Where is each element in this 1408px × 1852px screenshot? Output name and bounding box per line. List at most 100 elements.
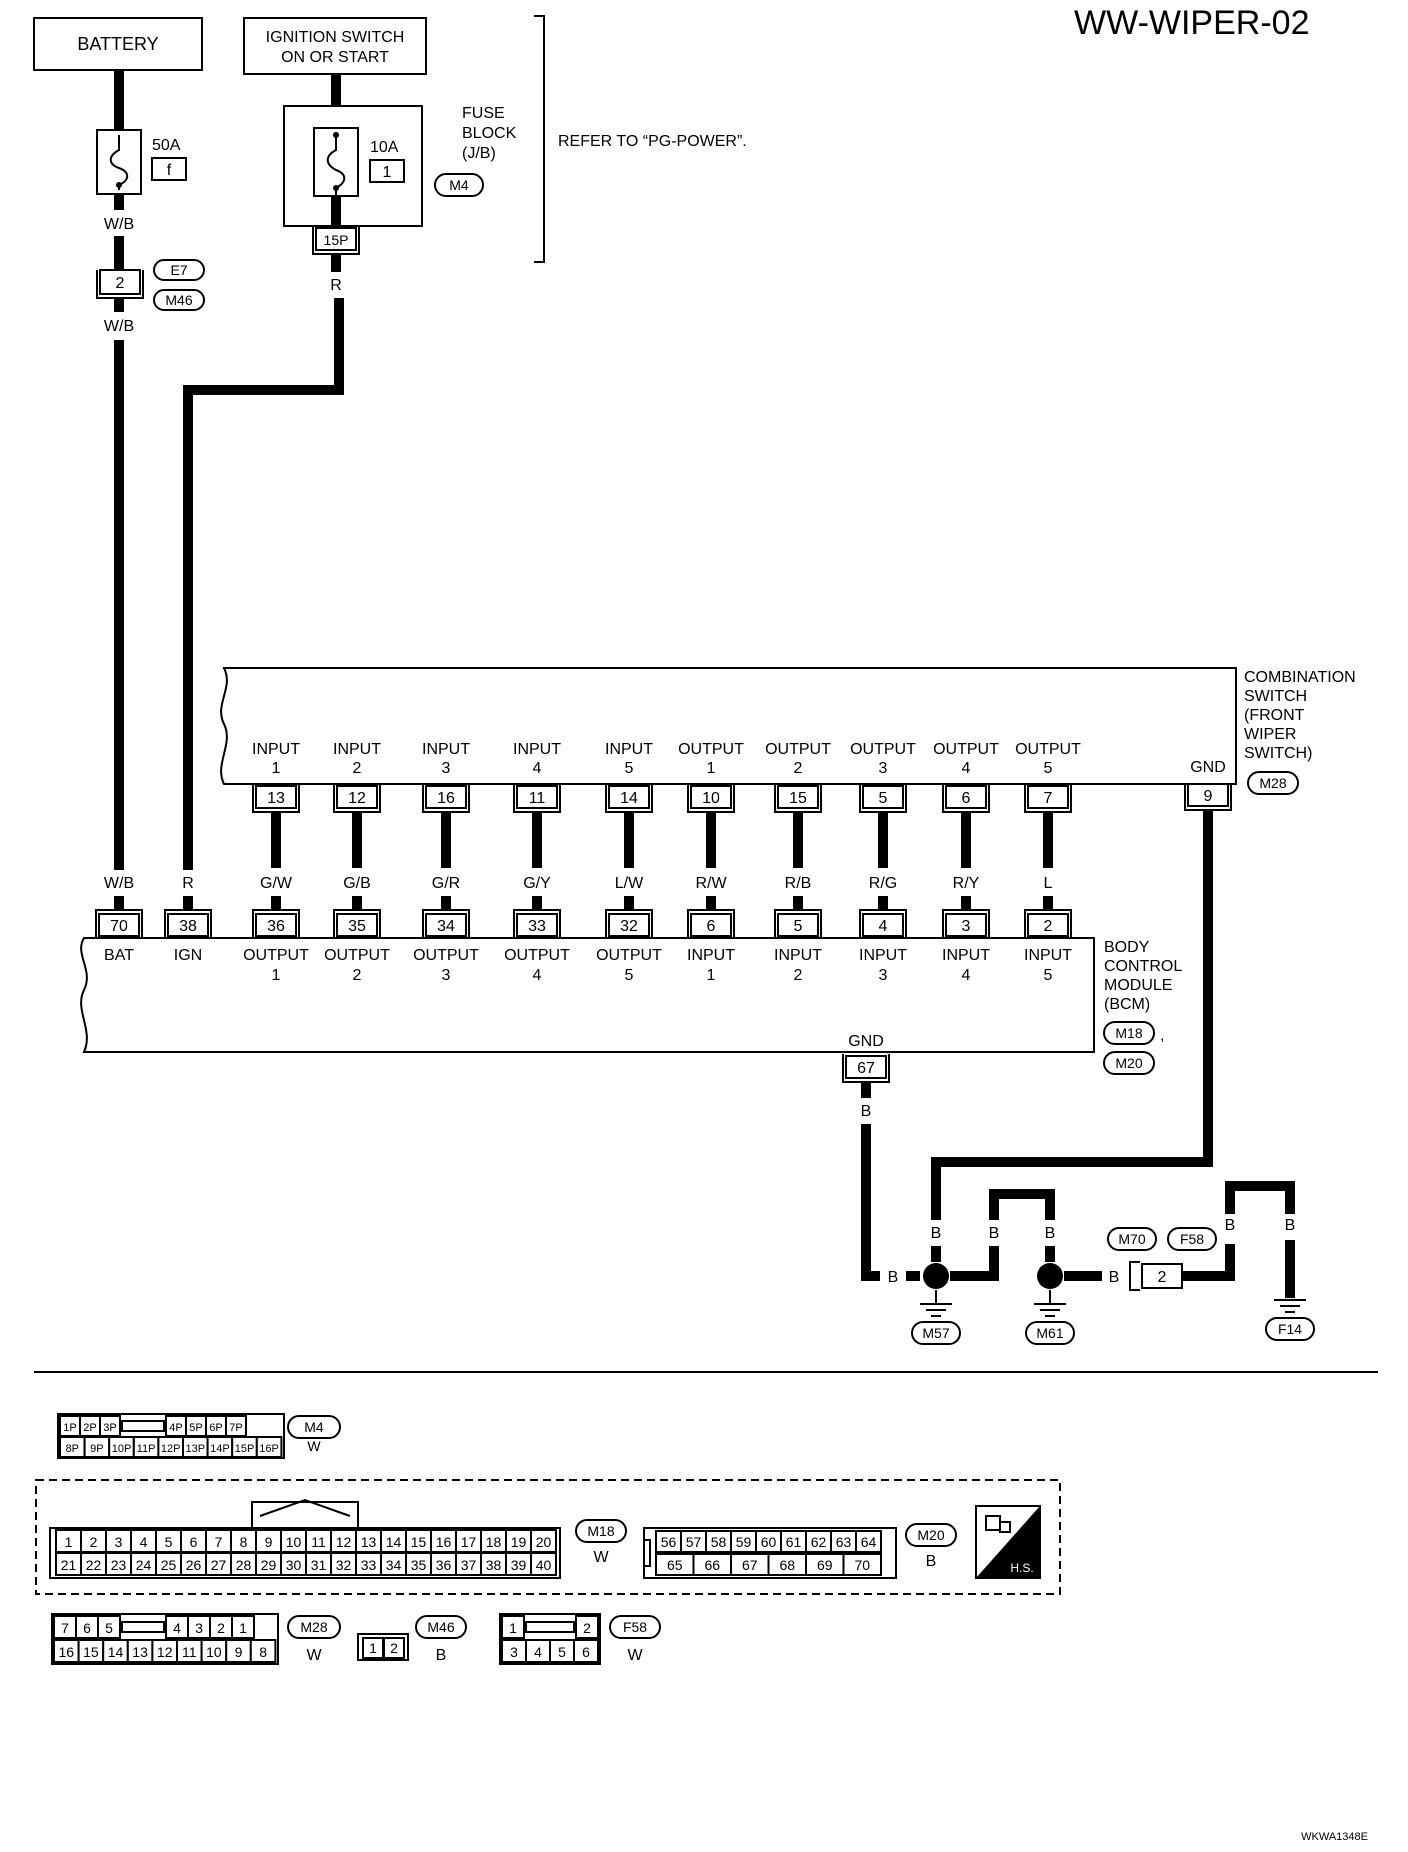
m18-color: W bbox=[593, 1549, 609, 1566]
m28-top-pin-4: 4 bbox=[173, 1620, 181, 1636]
bcm-terminal-number-3: 3 bbox=[442, 967, 451, 984]
m20-top-pin-9: 64 bbox=[861, 1534, 877, 1550]
f58-tag bbox=[609, 1615, 661, 1639]
bcm-pin-bracket-9 bbox=[942, 909, 990, 938]
m18-bottom-pin-12: 32 bbox=[336, 1557, 352, 1573]
bcm-terminal-number-2: 2 bbox=[353, 967, 362, 984]
m18-bottom-pin-9: 29 bbox=[261, 1557, 277, 1573]
bcm-gnd-label: GND bbox=[848, 1033, 884, 1050]
bcm-pin-9: 3 bbox=[962, 918, 971, 935]
m4-top-pin-7: 7P bbox=[229, 1422, 242, 1434]
m46-cell-2 bbox=[383, 1637, 405, 1659]
splice-m57 bbox=[923, 1263, 949, 1289]
m4-top-pin-3: 3P bbox=[103, 1422, 116, 1434]
m18-bottom-pin-2: 22 bbox=[86, 1557, 102, 1573]
fuse-50a-no-box bbox=[151, 157, 187, 181]
cs-gnd-wire bbox=[931, 810, 1213, 1220]
combination-switch: COMBINATION SWITCH (FRONT WIPER SWITCH) … bbox=[220, 667, 1356, 795]
connector-e7-pin-box bbox=[99, 269, 141, 295]
f58-bottom-pin-2: 4 bbox=[534, 1644, 542, 1660]
m18-top-pin-13: 13 bbox=[361, 1534, 377, 1550]
connector-e7-m46: 2 E7 M46 bbox=[96, 259, 205, 311]
m20-top-pin-4: 59 bbox=[736, 1534, 752, 1550]
combination-switch-name-2: SWITCH bbox=[1244, 688, 1307, 705]
cs-pin-box-3 bbox=[425, 785, 467, 809]
combination-switch-name-4: WIPER bbox=[1244, 726, 1296, 743]
m28-top-cell-3 bbox=[97, 1615, 121, 1639]
cs-pin-1: 13 bbox=[267, 790, 285, 807]
bcm-pin-4: 33 bbox=[528, 918, 546, 935]
cs-terminal-number-8: 3 bbox=[879, 760, 888, 777]
m20-top-pin-7: 62 bbox=[811, 1534, 827, 1550]
ground-f14-tag bbox=[1265, 1317, 1315, 1341]
cs-terminal-label-6: OUTPUT bbox=[678, 741, 744, 758]
m20-top-pin-1: 56 bbox=[661, 1534, 677, 1550]
fuse-10a-no-box bbox=[369, 159, 405, 183]
f58-top-pin-2: 2 bbox=[583, 1620, 591, 1636]
m20-bottom-cell-6 bbox=[842, 1553, 882, 1576]
cs-to-bcm-wire-label-2: G/B bbox=[343, 875, 371, 892]
m4-top-pin-6: 6P bbox=[209, 1422, 222, 1434]
m18-top-pin-12: 12 bbox=[336, 1534, 352, 1550]
bcm-terminal-label-3: OUTPUT bbox=[413, 947, 479, 964]
bcm-pin-box-1 bbox=[255, 913, 297, 937]
cs-to-bcm-wire-label-9: R/Y bbox=[953, 875, 980, 892]
f58-bottom-pin-1: 3 bbox=[510, 1644, 518, 1660]
m20-key bbox=[644, 1539, 651, 1567]
battery-block: BATTERY bbox=[33, 17, 203, 71]
f58-top-pin-1: 1 bbox=[509, 1620, 517, 1636]
connector-e7-pin: 2 bbox=[116, 275, 125, 292]
m28-top-pin-1: 7 bbox=[61, 1620, 69, 1636]
m28-bottom-pin-1: 16 bbox=[59, 1644, 75, 1660]
cs-terminal-number-4: 4 bbox=[533, 760, 542, 777]
connector-m70-pin: 2 bbox=[1158, 1269, 1167, 1286]
cs-gnd-pin: 9 bbox=[1204, 788, 1213, 805]
bcm-terminal-label-7: INPUT bbox=[774, 947, 822, 964]
m18-bottom-pin-11: 31 bbox=[311, 1557, 327, 1573]
m4-bottom-pin-7: 14P bbox=[210, 1443, 230, 1455]
m28-bottom-pin-9: 8 bbox=[259, 1644, 267, 1660]
ground-f14-symbol bbox=[1274, 1299, 1306, 1313]
m4-bottom-pin-9: 16P bbox=[259, 1443, 279, 1455]
m20-color: B bbox=[926, 1553, 937, 1570]
bcm-pin-box-10 bbox=[1027, 913, 1069, 937]
bcm-conn-m18: M18 bbox=[1115, 1025, 1142, 1041]
connector-e7-label: E7 bbox=[170, 262, 187, 278]
f58-bottom-pin-4: 6 bbox=[582, 1644, 590, 1660]
m28-color: W bbox=[306, 1647, 322, 1664]
bcm-conn-m18-tag bbox=[1103, 1021, 1155, 1045]
bcm-pin-box-4 bbox=[516, 913, 558, 937]
bcm-terminals: 36OUTPUT135OUTPUT234OUTPUT333OUTPUT432OU… bbox=[243, 909, 1072, 984]
combination-switch-gnd-label: GND bbox=[1190, 759, 1226, 776]
body-control-module: BODY CONTROL MODULE (BCM) M18 , M20 70 B… bbox=[80, 909, 1182, 1075]
fuse-block-label-1: FUSE bbox=[462, 105, 505, 122]
m4-bottom-pin-5: 12P bbox=[161, 1443, 181, 1455]
m28-bottom-pin-7: 10 bbox=[206, 1644, 222, 1660]
bcm-terminal-label-1: OUTPUT bbox=[243, 947, 309, 964]
bcm-name-3: MODULE bbox=[1104, 977, 1172, 994]
cs-to-bcm-wire-label-5: L/W bbox=[615, 875, 644, 892]
m18-top-pin-8: 8 bbox=[240, 1534, 248, 1550]
ignition-switch-box bbox=[243, 17, 427, 75]
m4-name: M4 bbox=[304, 1419, 324, 1435]
bcm-pin-bracket-10 bbox=[1024, 909, 1072, 938]
bcm-pin-1: 36 bbox=[267, 918, 285, 935]
ignition-switch-block: IGNITION SWITCH ON OR START bbox=[243, 17, 427, 75]
cs-to-bcm-wire-label-6: R/W bbox=[695, 875, 727, 892]
m18-bottom-pin-15: 35 bbox=[411, 1557, 427, 1573]
m20-top-pin-6: 61 bbox=[786, 1534, 802, 1550]
bcm-connectors-group bbox=[35, 1479, 1061, 1595]
m46-pin-2: 2 bbox=[390, 1640, 398, 1656]
wire-label-r-1: R bbox=[330, 277, 342, 294]
bcm-pin-bracket-1 bbox=[252, 909, 300, 938]
m18-bottom-pin-7: 27 bbox=[211, 1557, 227, 1573]
cs-pin-10: 7 bbox=[1044, 790, 1053, 807]
ground-m61-label: M61 bbox=[1036, 1325, 1063, 1341]
fuse-10a-amp: 10A bbox=[370, 139, 399, 156]
cs-terminal-label-8: OUTPUT bbox=[850, 741, 916, 758]
battery-box bbox=[33, 17, 203, 71]
m28-top-pin-7: 1 bbox=[239, 1620, 247, 1636]
